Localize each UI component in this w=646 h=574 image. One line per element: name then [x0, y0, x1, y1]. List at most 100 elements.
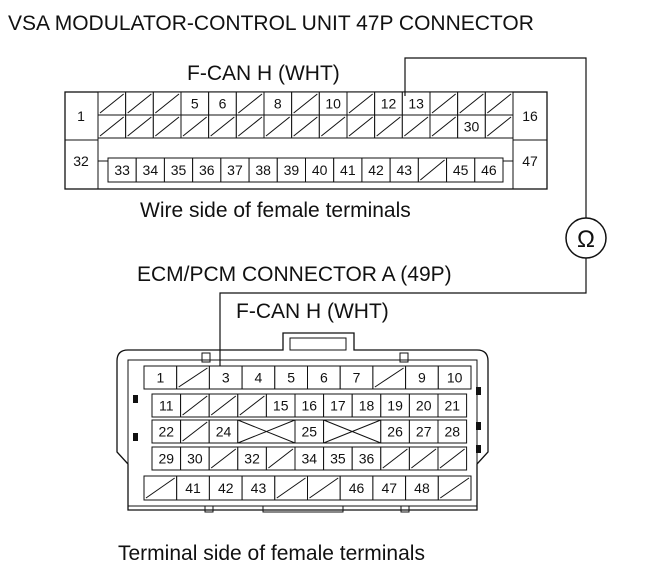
- terminal-cell: 27: [408, 419, 439, 444]
- terminal-number: 18: [359, 398, 375, 414]
- empty-terminal-cell: [143, 475, 178, 501]
- terminal-box: [474, 157, 504, 183]
- unused-terminal-slash: [127, 116, 152, 137]
- unused-terminal-slash: [210, 448, 237, 469]
- terminal-number: 32: [73, 153, 89, 169]
- unused-terminal-slash: [210, 395, 237, 416]
- unused-terminal-slash: [376, 116, 401, 137]
- terminal-cell: 46: [474, 157, 504, 183]
- empty-terminal-cell: [484, 114, 514, 139]
- ecm-test-lead: [219, 258, 587, 370]
- cross-mark: [237, 419, 296, 444]
- terminal-number: 42: [218, 480, 234, 496]
- empty-terminal-cell: [380, 446, 410, 471]
- terminal-number: 42: [368, 162, 384, 178]
- empty-terminal-cell: [372, 365, 407, 390]
- unused-terminal-slash: [404, 116, 429, 137]
- terminal-box: [107, 157, 137, 183]
- terminal-number: 34: [302, 451, 318, 467]
- terminal-number: 46: [349, 480, 365, 496]
- terminal-cell: 41: [333, 157, 363, 183]
- ecm-side-latch: [133, 395, 138, 403]
- terminal-cell: 35: [323, 446, 353, 471]
- empty-terminal-cell: [180, 114, 210, 139]
- terminal-cell: 48: [405, 475, 439, 501]
- terminal-cell: 18: [351, 393, 382, 418]
- terminal-cell: 34: [294, 446, 325, 471]
- ohm-symbol: Ω: [577, 226, 595, 253]
- terminal-number: 40: [312, 162, 328, 178]
- empty-terminal-cell: [237, 419, 296, 444]
- terminal-number: 21: [445, 398, 461, 414]
- unused-terminal-slash: [293, 93, 318, 114]
- terminal-cell: 13: [401, 91, 431, 116]
- ecm-side-latch: [476, 445, 481, 453]
- vsa-test-lead: [404, 57, 587, 218]
- terminal-number: 36: [359, 451, 375, 467]
- empty-terminal-cell: [263, 114, 293, 139]
- empty-terminal-cell: [417, 157, 448, 183]
- terminal-cell: 4: [241, 365, 276, 390]
- terminal-cell: 7: [339, 365, 374, 390]
- terminal-box: [437, 365, 472, 390]
- terminal-cell: 5: [274, 365, 308, 390]
- unused-terminal-slash: [99, 93, 124, 114]
- vsa-side-box: [64, 139, 99, 190]
- empty-terminal-cell: [208, 114, 237, 139]
- empty-terminal-cell: [408, 446, 439, 471]
- empty-terminal-cell: [401, 114, 431, 139]
- unused-terminal-slash: [321, 116, 346, 137]
- terminal-box: [241, 475, 276, 501]
- terminal-number: 47: [381, 480, 397, 496]
- empty-terminal-cell: [176, 365, 210, 390]
- empty-terminal-cell: [291, 114, 320, 139]
- terminal-cell: 25: [294, 419, 325, 444]
- cross-mark: [323, 419, 381, 444]
- unused-terminal-slash: [382, 448, 408, 469]
- terminal-cell: 30: [457, 114, 486, 139]
- terminal-box: [135, 157, 165, 183]
- unused-terminal-slash: [145, 477, 175, 499]
- vsa-side-box: [512, 139, 548, 190]
- terminal-box: [361, 157, 391, 183]
- ecm-key: [289, 337, 347, 351]
- empty-terminal-cell: [180, 393, 210, 418]
- unused-terminal-slash: [268, 448, 294, 469]
- terminal-number: 6: [219, 96, 227, 112]
- empty-terminal-cell: [208, 446, 239, 471]
- empty-terminal-cell: [346, 114, 376, 139]
- terminal-number: 5: [287, 370, 295, 386]
- terminal-number: 29: [159, 451, 175, 467]
- terminal-number: 24: [216, 424, 232, 440]
- terminal-number: 30: [464, 119, 480, 135]
- empty-terminal-cell: [346, 91, 376, 116]
- unused-terminal-slash: [276, 477, 306, 499]
- terminal-number: 45: [453, 162, 469, 178]
- unused-terminal-slash: [182, 395, 208, 416]
- empty-terminal-cell: [208, 393, 239, 418]
- unused-terminal-slash: [238, 116, 263, 137]
- terminal-number: 43: [251, 480, 267, 496]
- terminal-cell: 28: [437, 419, 468, 444]
- unused-terminal-slash: [440, 477, 470, 499]
- empty-terminal-cell: [265, 446, 296, 471]
- terminal-number: 41: [340, 162, 356, 178]
- terminal-number: 9: [418, 370, 426, 386]
- empty-terminal-cell: [237, 393, 267, 418]
- empty-terminal-cell: [235, 114, 265, 139]
- unused-terminal-slash: [487, 116, 512, 137]
- unused-terminal-slash: [348, 116, 373, 137]
- terminal-number: 20: [416, 398, 432, 414]
- terminal-cell: 6: [307, 365, 341, 390]
- terminal-box: [437, 419, 468, 444]
- terminal-box: [405, 475, 439, 501]
- terminal-number: 41: [185, 480, 201, 496]
- empty-terminal-cell: [374, 114, 403, 139]
- terminal-number: 11: [159, 398, 174, 414]
- terminal-cell: 24: [208, 419, 239, 444]
- ecm-bottom-post: [400, 505, 410, 513]
- ecm-caption: Terminal side of female terminals: [118, 542, 425, 565]
- empty-terminal-cell: [307, 475, 341, 501]
